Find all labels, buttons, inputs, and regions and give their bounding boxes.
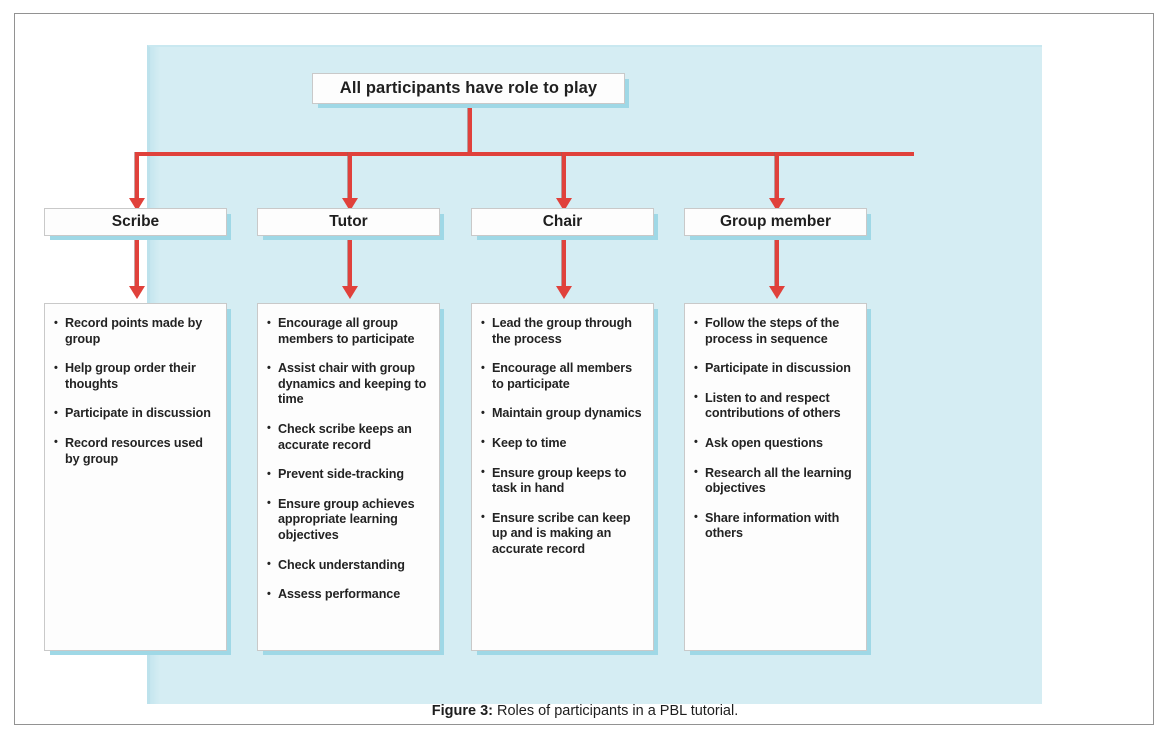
list-item: Share information with others (694, 510, 857, 542)
arrowhead-scribe (129, 198, 145, 211)
list-item: Record resources used by group (54, 435, 217, 467)
list-item: Ensure group achieves appropriate learni… (267, 496, 430, 544)
connector-lower-group-member (775, 238, 779, 288)
list-item: Research all the learning objectives (694, 465, 857, 497)
figure-frame: All participants have role to play Scrib… (14, 13, 1154, 725)
bullet-list: Follow the steps of the process in seque… (694, 315, 857, 542)
list-item: Check understanding (267, 557, 430, 574)
arrowhead-group-member (769, 198, 785, 211)
list-item: Assess performance (267, 587, 430, 603)
list-item: Encourage all members to participate (481, 361, 644, 392)
list-item: Ensure scribe can keep up and is making … (481, 510, 644, 558)
arrowhead-lower-tutor (342, 286, 358, 299)
list-item: Prevent side-tracking (267, 467, 430, 483)
connector-drop-scribe (135, 152, 139, 202)
role-header-label: Scribe (111, 213, 160, 230)
content-box-chair[interactable]: Lead the group through the process Encou… (471, 303, 654, 651)
connector-drop-tutor (348, 152, 352, 202)
role-header-tutor[interactable]: Tutor (257, 208, 440, 236)
content-box-scribe[interactable]: Record points made by group Help group o… (44, 303, 227, 651)
connector-lower-scribe (135, 238, 139, 288)
list-item: Encourage all group members to participa… (267, 315, 430, 347)
role-header-group-member[interactable]: Group member (684, 208, 867, 236)
content-box-tutor[interactable]: Encourage all group members to participa… (257, 303, 440, 651)
list-item: Check scribe keeps an accurate record (267, 421, 430, 453)
arrowhead-tutor (342, 198, 358, 211)
role-header-chair[interactable]: Chair (471, 208, 654, 236)
root-node-box[interactable]: All participants have role to play (312, 73, 625, 104)
list-item: Help group order their thoughts (54, 361, 217, 392)
list-item: Listen to and respect contributions of o… (694, 390, 857, 422)
figure-caption-label: Figure 3: (431, 703, 493, 719)
role-header-label: Chair (542, 213, 583, 230)
list-item: Ask open questions (694, 435, 857, 452)
connector-horizontal-bus (135, 152, 914, 156)
list-item: Assist chair with group dynamics and kee… (267, 361, 430, 408)
connector-lower-chair (562, 238, 566, 288)
list-item: Keep to time (481, 435, 644, 452)
connector-root-stem (468, 90, 472, 154)
bullet-list: Encourage all group members to participa… (267, 315, 430, 603)
list-item: Record points made by group (54, 315, 217, 347)
connector-drop-chair (562, 152, 566, 202)
list-item: Lead the group through the process (481, 315, 644, 347)
list-item: Follow the steps of the process in seque… (694, 315, 857, 347)
role-header-label: Group member (719, 213, 832, 230)
list-item: Ensure group keeps to task in hand (481, 465, 644, 497)
connector-lower-tutor (348, 238, 352, 288)
arrowhead-chair (556, 198, 572, 211)
list-item: Maintain group dynamics (481, 406, 644, 422)
arrowhead-lower-chair (556, 286, 572, 299)
content-box-group-member[interactable]: Follow the steps of the process in seque… (684, 303, 867, 651)
arrowhead-lower-group-member (769, 286, 785, 299)
role-header-label: Tutor (329, 213, 368, 230)
role-header-scribe[interactable]: Scribe (44, 208, 227, 236)
figure-caption: Figure 3: Roles of participants in a PBL… (0, 703, 1170, 719)
figure-caption-text: Roles of participants in a PBL tutorial. (492, 703, 739, 719)
bullet-list: Lead the group through the process Encou… (481, 315, 644, 558)
bullet-list: Record points made by group Help group o… (54, 315, 217, 467)
connector-drop-group-member (775, 152, 779, 202)
arrowhead-lower-scribe (129, 286, 145, 299)
list-item: Participate in discussion (54, 406, 217, 422)
list-item: Participate in discussion (694, 361, 857, 377)
root-node-label: All participants have role to play (339, 79, 598, 97)
